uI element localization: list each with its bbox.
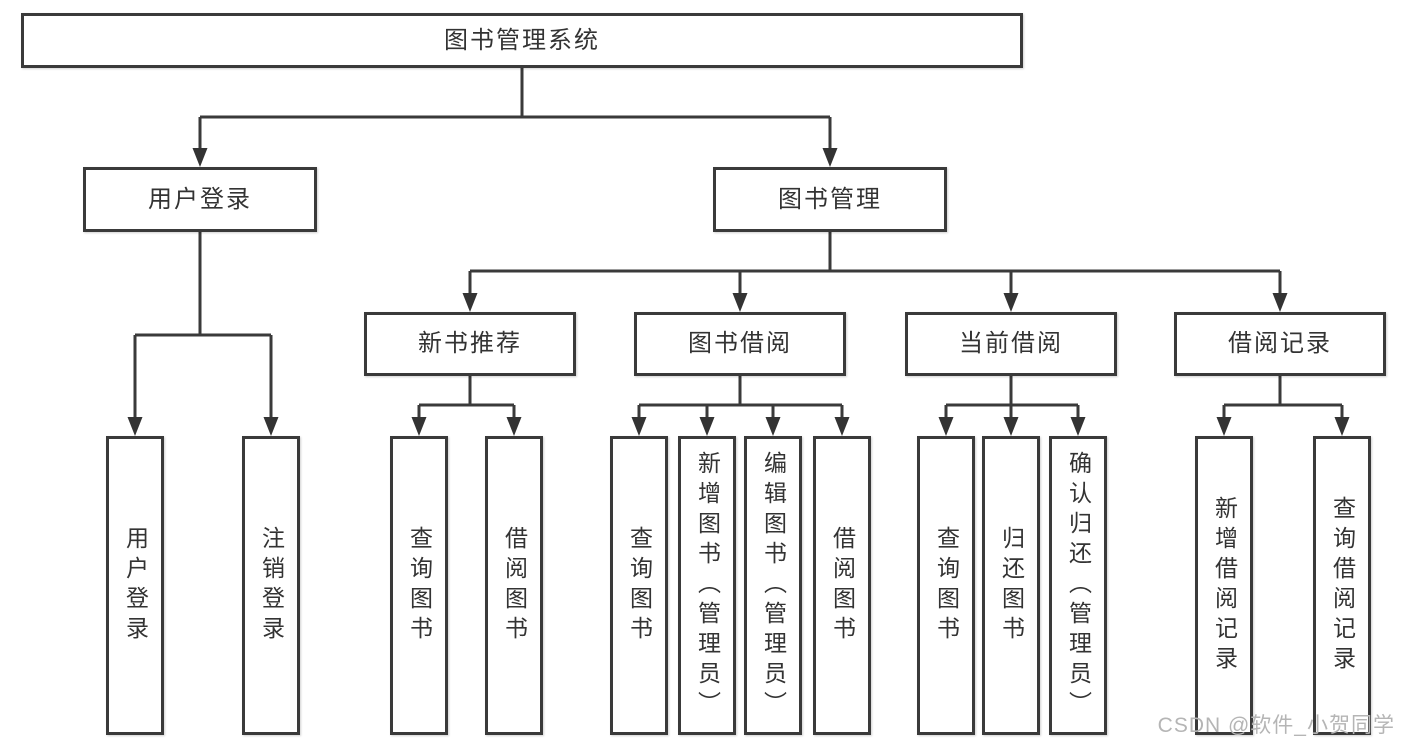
node-book-borrowing: 图书借阅: [634, 312, 846, 376]
leaf-query-books-recommend-label: 查询图书: [406, 525, 433, 646]
leaf-borrow-books-borrowing-label: 借阅图书: [829, 525, 856, 646]
node-borrowing-records: 借阅记录: [1174, 312, 1386, 376]
node-borrowing-records-label: 借阅记录: [1228, 330, 1332, 357]
node-user-login-label: 用户登录: [148, 185, 252, 213]
leaf-return-books-label: 归还图书: [998, 525, 1025, 646]
leaf-return-books: 归还图书: [982, 436, 1040, 735]
node-current-borrowing-label: 当前借阅: [959, 330, 1063, 357]
node-user-login: 用户登录: [83, 167, 317, 232]
leaf-query-books-borrowing-label: 查询图书: [626, 525, 653, 646]
leaf-user-login-label: 用户登录: [122, 525, 149, 646]
leaf-edit-books-admin-label: 编辑图书（管理员）: [760, 450, 787, 721]
leaf-query-borrow-record: 查询借阅记录: [1313, 436, 1371, 735]
leaf-logout-label: 注销登录: [258, 525, 285, 646]
leaf-query-borrow-record-label: 查询借阅记录: [1329, 495, 1356, 676]
leaf-confirm-return-admin-label: 确认归还（管理员）: [1065, 450, 1092, 721]
node-book-borrowing-label: 图书借阅: [688, 330, 792, 357]
node-book-management-label: 图书管理: [778, 185, 882, 213]
leaf-query-books-current: 查询图书: [917, 436, 975, 735]
leaf-user-login: 用户登录: [106, 436, 164, 735]
leaf-edit-books-admin: 编辑图书（管理员）: [744, 436, 802, 735]
leaf-borrow-books-borrowing: 借阅图书: [813, 436, 871, 735]
leaf-add-borrow-record: 新增借阅记录: [1195, 436, 1253, 735]
node-new-book-recommend-label: 新书推荐: [418, 330, 522, 357]
leaf-borrow-books-recommend-label: 借阅图书: [501, 525, 528, 646]
node-root-label: 图书管理系统: [444, 26, 600, 54]
leaf-add-books-admin-label: 新增图书（管理员）: [694, 450, 721, 721]
leaf-add-books-admin: 新增图书（管理员）: [678, 436, 736, 735]
node-current-borrowing: 当前借阅: [905, 312, 1117, 376]
leaf-query-books-recommend: 查询图书: [390, 436, 448, 735]
leaf-add-borrow-record-label: 新增借阅记录: [1211, 495, 1238, 676]
leaf-confirm-return-admin: 确认归还（管理员）: [1049, 436, 1107, 735]
node-new-book-recommend: 新书推荐: [364, 312, 576, 376]
node-root: 图书管理系统: [21, 13, 1023, 68]
node-book-management: 图书管理: [713, 167, 947, 232]
watermark: CSDN @软件_小贺同学: [1157, 714, 1395, 737]
leaf-query-books-current-label: 查询图书: [933, 525, 960, 646]
leaf-query-books-borrowing: 查询图书: [610, 436, 668, 735]
leaf-logout: 注销登录: [242, 436, 300, 735]
leaf-borrow-books-recommend: 借阅图书: [485, 436, 543, 735]
